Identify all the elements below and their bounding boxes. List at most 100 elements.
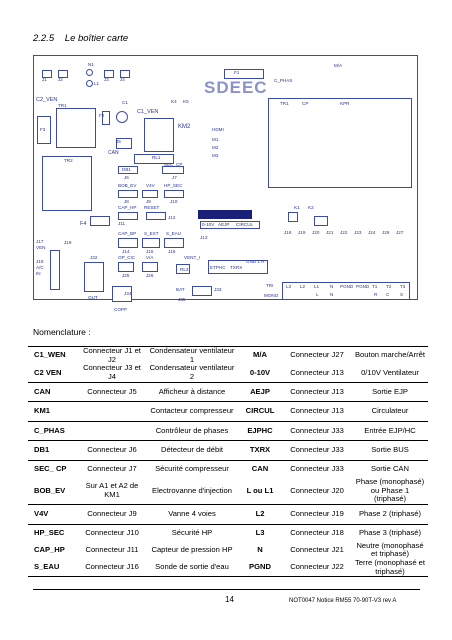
component-description: Phase 3 (triphasé) [358, 527, 422, 537]
connector-j26 [142, 262, 158, 272]
transformer-tr1 [56, 108, 96, 148]
connector-j13 [200, 221, 260, 229]
component-code: KM1 [34, 406, 51, 416]
component-description: Sécurité compresseur [155, 464, 229, 474]
component-code: CAP_HP [34, 544, 65, 554]
row-separator [28, 504, 428, 506]
component-connector: Connecteur J10 [85, 527, 139, 537]
component-connector: Connecteur J7 [87, 464, 137, 474]
label-kpr: KPR [340, 101, 350, 106]
label-rl1: RL1 [152, 155, 161, 160]
row-separator [28, 346, 428, 347]
component-connector: Connecteur J1 et J2 [83, 346, 141, 364]
label-j20: J20 [312, 230, 320, 235]
label-j2: J2 [58, 77, 63, 82]
separator-cell [28, 523, 428, 525]
label-k2: K2 [308, 205, 314, 210]
connector-j4 [120, 70, 130, 78]
capacitor-c1 [116, 111, 128, 123]
label-t2: T2 [386, 284, 392, 289]
label-j12: J12 [168, 215, 176, 220]
component-description: Terre (monophasé et triphasé) [354, 557, 426, 576]
component-connector: Connecteur J20 [290, 485, 344, 495]
component-code: L ou L1 [246, 485, 274, 495]
label-j34: J34 [124, 291, 132, 296]
label-j23: J23 [354, 230, 362, 235]
label-j15: J15 [146, 249, 154, 254]
label-mono: MONO [264, 293, 279, 298]
label-j14: J14 [122, 249, 130, 254]
component-description: Phase 2 (triphasé) [358, 508, 422, 518]
component-code: CAN [251, 464, 269, 474]
relay-rl3 [176, 264, 190, 274]
label-j22: J22 [340, 230, 348, 235]
separator-cell [28, 421, 428, 422]
component-code: EJPHC [247, 425, 273, 435]
connector-j32 [84, 262, 104, 292]
label-m3: M3 [212, 153, 219, 158]
connector-j3 [104, 70, 114, 78]
label-k4: K4 [171, 99, 177, 104]
label-s-term: S [400, 292, 404, 297]
label-pgnd: PGND [340, 284, 354, 289]
label-can: CAN [108, 150, 119, 156]
connector-j25 [118, 262, 134, 272]
component-code: BOB_EV [34, 485, 66, 495]
component-code: C1_WEN [34, 350, 66, 360]
component-code: DB1 [34, 445, 50, 455]
label-n-term: N [330, 284, 334, 289]
label-j26: J26 [146, 273, 154, 278]
label-aejp: AEJP [218, 222, 230, 227]
connector-j35 [192, 286, 212, 296]
label-j24: J24 [368, 230, 376, 235]
connector-ven-in [50, 250, 60, 290]
label-j6: J6 [124, 175, 129, 180]
component-connector: Connecteur J13 [290, 386, 344, 396]
label-etphc: ETPHC [210, 265, 226, 270]
label-txrx: TXRX [230, 265, 243, 270]
component-connector: Connecteur J6 [87, 445, 137, 455]
component-connector: Connecteur J33 [290, 464, 344, 474]
component-description: Condensateur ventilateur 1 [149, 346, 235, 364]
component-connector [78, 402, 146, 421]
component-description: Capteur de pression HP [151, 544, 233, 554]
fuse-f1 [224, 69, 264, 79]
label-j3: J3 [104, 77, 109, 82]
terminal-n1 [86, 69, 93, 76]
component-connector: Connecteur J27 [290, 350, 344, 360]
label-n1: N1 [88, 62, 94, 67]
component-code: C2 VEN [34, 367, 62, 377]
connector-j5 [116, 138, 132, 149]
label-r-term: R [374, 292, 378, 297]
label-j32: J32 [90, 255, 98, 260]
component-connector: Sur A1 et A2 de KM1 [85, 481, 139, 499]
connector-j8 [118, 190, 138, 198]
section-heading: Le boîtier carte [64, 33, 129, 44]
label-tr2: TR2 [64, 158, 73, 163]
component-description: Phase (monophasé) ou Phase 1 (triphasé) [355, 476, 425, 504]
label-pgnd2: PGND [356, 284, 370, 289]
label-hdmi: HDMI [212, 127, 224, 132]
row-separator [28, 421, 428, 422]
component-connector: Connecteur J5 [87, 386, 137, 396]
label-c-term: C [386, 292, 390, 297]
separator-cell [28, 576, 428, 578]
nomenclature-table: C1_WEN Connecteur J1 et J2 Condensateur ve… [28, 346, 428, 578]
page-number: 14 [225, 595, 234, 604]
label-j1: J1 [42, 77, 47, 82]
footer-divider [33, 589, 420, 590]
label-l-mono: L [316, 292, 319, 297]
relay-k1 [288, 212, 298, 222]
label-c1: C1 [122, 100, 128, 105]
component-connector: Connecteur J3 et J4 [83, 363, 141, 382]
component-code: PGND [249, 562, 271, 572]
relay-k2 [314, 216, 328, 226]
component-connector: Connecteur J33 [290, 425, 344, 435]
label-c1-ven: C1_VEN [137, 109, 159, 115]
label-sec-cp: SEC_CP [164, 162, 183, 167]
